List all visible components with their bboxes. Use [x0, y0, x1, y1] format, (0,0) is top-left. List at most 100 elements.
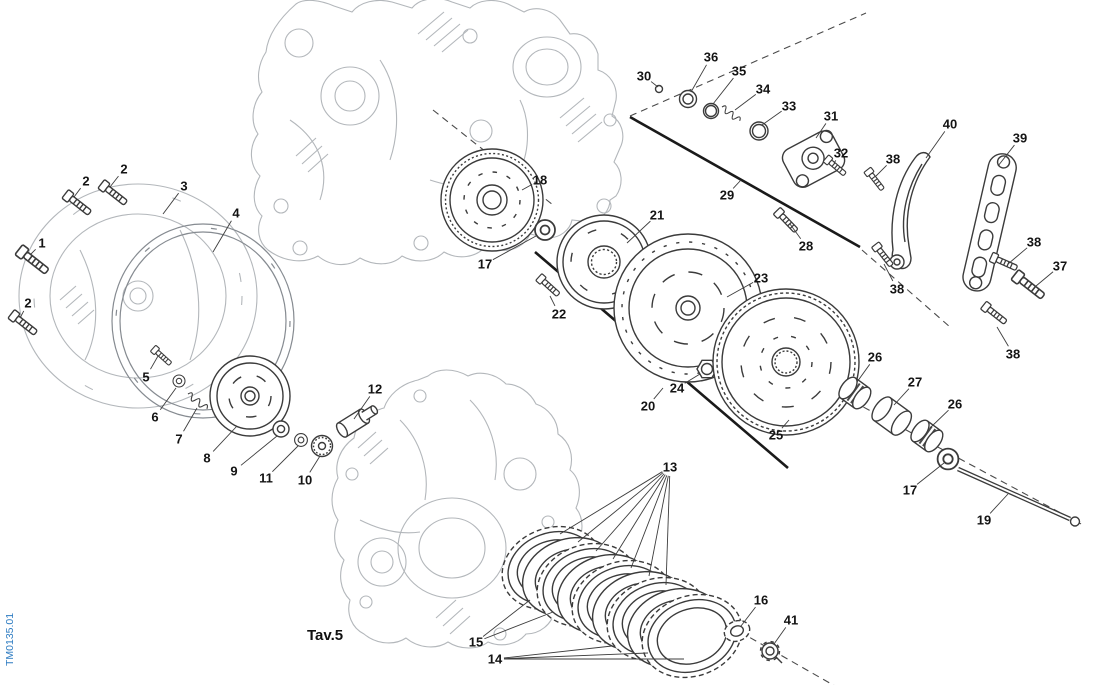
part-label-4: 4: [232, 206, 240, 221]
part-label-24: 24: [670, 381, 685, 396]
washer-6: [172, 374, 186, 388]
part-label-6: 6: [151, 410, 158, 425]
part-label-25: 25: [769, 428, 783, 443]
washer-17b: [936, 447, 960, 471]
release-fork-40: [889, 151, 931, 270]
part-label-35: 35: [732, 64, 746, 79]
leader-line: [353, 396, 371, 420]
leader-line: [833, 160, 837, 164]
release-parts: [149, 344, 379, 458]
leader-line: [1035, 271, 1054, 287]
shaft-12: [335, 405, 379, 438]
part-label-22: 22: [552, 307, 566, 322]
bolt-38b: [870, 241, 896, 269]
leader-line: [240, 435, 278, 466]
part-label-7: 7: [175, 432, 182, 447]
part-label-26: 26: [868, 350, 882, 365]
part-label-38: 38: [890, 282, 904, 297]
leader-line: [309, 455, 321, 473]
piston-36: [678, 89, 698, 109]
leader-line: [503, 645, 613, 659]
leader-line: [626, 220, 651, 244]
part-label-38: 38: [1006, 347, 1020, 362]
primary-gear-18: [440, 148, 544, 252]
needle-bearing-26b: [907, 417, 946, 455]
leader-line: [726, 281, 754, 298]
ball-30: [654, 84, 664, 94]
leader-line: [648, 475, 669, 577]
washer-17a: [534, 219, 556, 241]
leader-line: [761, 110, 782, 126]
part-label-23: 23: [754, 271, 768, 286]
part-label-1: 1: [38, 236, 45, 251]
sheet-label: Tav.5: [307, 627, 343, 644]
leader-line: [734, 94, 757, 111]
part-label-33: 33: [782, 99, 796, 114]
washer-11: [294, 433, 308, 447]
leader-line: [559, 471, 663, 535]
leader-line: [856, 364, 871, 383]
part-label-16: 16: [754, 593, 768, 608]
part-label-11: 11: [259, 471, 273, 486]
leader-line: [29, 249, 36, 256]
leader-line: [916, 462, 945, 485]
part-label-30: 30: [637, 69, 651, 84]
part-label-12: 12: [368, 382, 382, 397]
leader-line: [732, 179, 742, 189]
part-label-26: 26: [948, 397, 962, 412]
part-label-10: 10: [298, 473, 312, 488]
clutch-cover-ghost: [18, 183, 258, 409]
part-label-38: 38: [1027, 235, 1041, 250]
leader-line: [815, 123, 827, 139]
leader-line: [997, 144, 1015, 167]
leader-line: [989, 493, 1009, 514]
actuator-group: [654, 84, 849, 235]
leader-line: [781, 419, 790, 429]
driven-gear-25: [712, 288, 860, 436]
part-label-3: 3: [180, 179, 187, 194]
bolt-22: [535, 272, 563, 299]
leader-line: [740, 606, 756, 627]
leader-line: [893, 388, 910, 406]
part-label-5: 5: [142, 370, 149, 385]
crankcase-upper-ghost: [250, 0, 624, 266]
leader-line: [162, 192, 179, 215]
bolt-2c: [7, 308, 40, 338]
part-label-9: 9: [230, 464, 237, 479]
leader-line: [183, 407, 198, 432]
wave-washer-16: [723, 619, 751, 643]
part-label-40: 40: [943, 117, 957, 132]
part-label-38: 38: [886, 152, 900, 167]
part-label-14: 14: [488, 652, 503, 667]
leader-line: [996, 326, 1009, 347]
leader-line: [159, 387, 177, 410]
cover-bolts: [7, 178, 130, 338]
leader-line: [690, 64, 707, 93]
part-label-37: 37: [1053, 259, 1067, 274]
part-label-18: 18: [533, 173, 547, 188]
leader-line: [19, 310, 25, 319]
push-rod-19: [957, 466, 1081, 527]
leader-line: [577, 472, 664, 543]
part-label-2: 2: [24, 296, 31, 311]
leader-line: [650, 81, 659, 88]
leader-line: [929, 409, 949, 429]
leader-line: [272, 445, 299, 472]
part-label-34: 34: [756, 82, 771, 97]
leader-line: [630, 475, 668, 569]
leader-line: [109, 175, 119, 188]
part-label-27: 27: [908, 375, 922, 390]
part-label-21: 21: [650, 208, 664, 223]
leader-line: [492, 235, 537, 261]
part-label-29: 29: [720, 188, 734, 203]
part-label-13: 13: [663, 460, 677, 475]
leader-line: [712, 77, 734, 105]
leader-line: [875, 165, 887, 177]
leader-line: [549, 295, 556, 307]
part-label-19: 19: [977, 513, 991, 528]
leader-line: [1007, 247, 1028, 265]
washer-9: [272, 420, 290, 438]
lock-nut-41: [759, 640, 783, 664]
leader-line: [503, 652, 649, 660]
